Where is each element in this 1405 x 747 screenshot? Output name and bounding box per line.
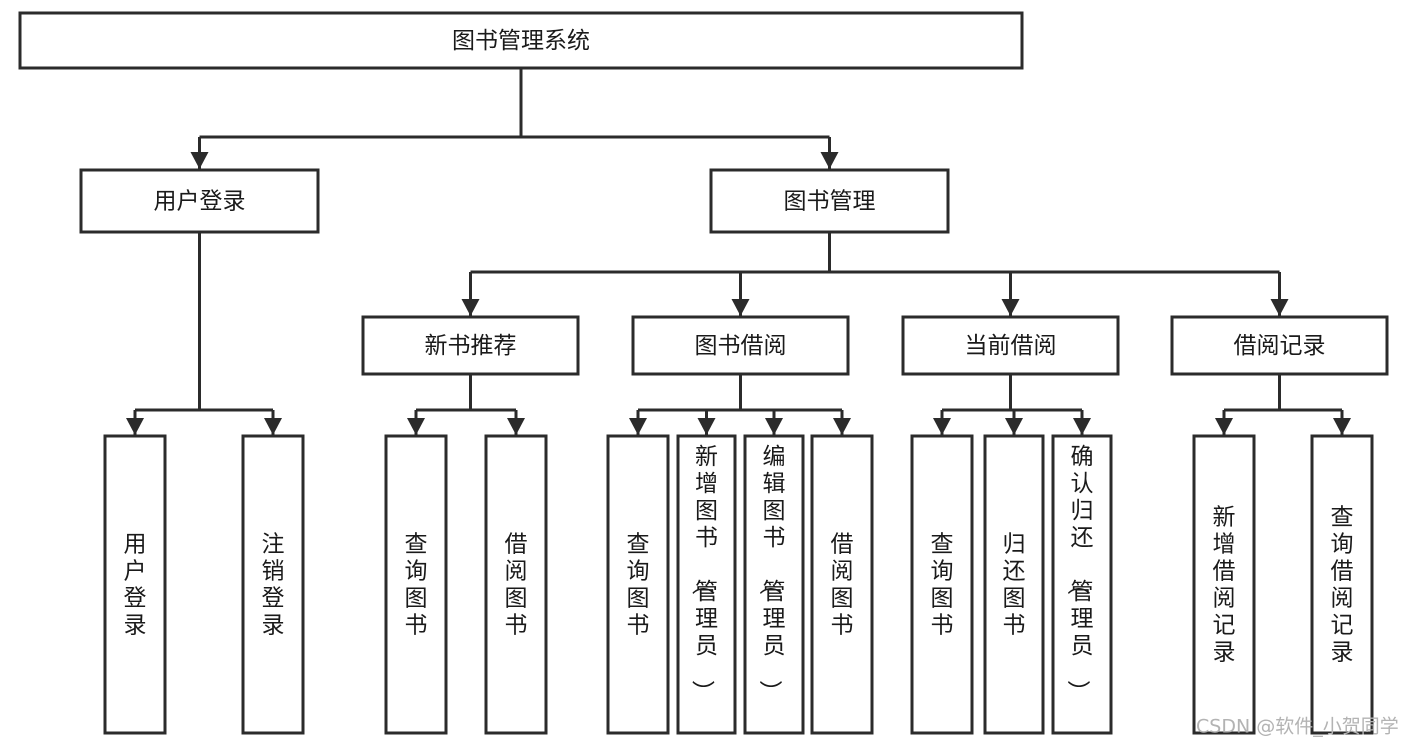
- node-label-leaf-add-borrow-record: 新增借阅记录: [1213, 505, 1236, 666]
- undefined-arrow-0: [190, 152, 209, 169]
- node-label-leaf-query-book-bor: 查询图书: [627, 532, 650, 639]
- node-label-book-manage: 图书管理: [784, 189, 876, 215]
- current-borrow-leaf-arrow-1: [1005, 418, 1023, 435]
- node-box-leaf-borrow-book-bor: [810, 434, 874, 735]
- node-leaf-add-book-admin[interactable]: 新增图书（管理员）: [676, 434, 737, 735]
- node-box-leaf-add-book-admin: [676, 434, 737, 735]
- node-box-leaf-query-book-cur: [910, 434, 974, 735]
- current-borrow-leaf-arrow-0: [933, 418, 951, 435]
- node-box-leaf-user-logout: [241, 434, 305, 735]
- node-label-current-borrow: 当前借阅: [965, 333, 1057, 359]
- node-label-leaf-query-book-rec: 查询图书: [405, 532, 428, 639]
- node-label-leaf-borrow-book-bor: 借阅图书: [831, 532, 854, 639]
- node-box-leaf-edit-book-admin: [743, 434, 805, 735]
- book-borrow-leaf-arrow-2: [765, 418, 783, 435]
- node-leaf-query-borrow-record[interactable]: 查询借阅记录: [1310, 434, 1374, 735]
- node-label-borrow-record: 借阅记录: [1234, 333, 1326, 359]
- book-manage-arrow-0: [461, 299, 480, 316]
- node-leaf-borrow-book-bor[interactable]: 借阅图书: [810, 434, 874, 735]
- node-user-login[interactable]: 用户登录: [79, 168, 320, 234]
- book-borrow-leaf-arrow-0: [629, 418, 647, 435]
- book-manage-arrow-2: [1001, 299, 1020, 316]
- node-borrow-record[interactable]: 借阅记录: [1170, 315, 1389, 376]
- node-leaf-add-borrow-record[interactable]: 新增借阅记录: [1192, 434, 1256, 735]
- user-login-leaf-arrow-1: [264, 418, 282, 435]
- node-label-user-login: 用户登录: [154, 189, 246, 215]
- node-box-leaf-add-borrow-record: [1192, 434, 1256, 735]
- node-label-root: 图书管理系统: [452, 28, 590, 54]
- node-leaf-query-book-cur[interactable]: 查询图书: [910, 434, 974, 735]
- node-label-leaf-user-login: 用户登录: [124, 532, 147, 639]
- node-label-leaf-return-book: 归还图书: [1003, 532, 1026, 639]
- node-label-leaf-query-book-cur: 查询图书: [931, 532, 954, 639]
- node-label-leaf-edit-book-admin: 编辑图书（管理员）: [757, 444, 786, 703]
- node-leaf-query-book-bor[interactable]: 查询图书: [606, 434, 670, 735]
- node-box-leaf-borrow-book-rec: [484, 434, 548, 735]
- book-manage-arrow-1: [731, 299, 750, 316]
- node-label-new-book-rec: 新书推荐: [425, 333, 517, 359]
- node-current-borrow[interactable]: 当前借阅: [901, 315, 1120, 376]
- node-box-leaf-return-book: [983, 434, 1045, 735]
- new-book-rec-leaf-arrow-1: [507, 418, 525, 435]
- node-leaf-user-login[interactable]: 用户登录: [103, 434, 167, 735]
- node-label-book-borrow: 图书借阅: [695, 333, 787, 359]
- node-box-book-manage: [709, 168, 950, 234]
- node-leaf-confirm-return-admin[interactable]: 确认归还（管理员）: [1051, 434, 1113, 735]
- borrow-record-leaf-arrow-1: [1333, 418, 1351, 435]
- node-leaf-edit-book-admin[interactable]: 编辑图书（管理员）: [743, 434, 805, 735]
- node-leaf-return-book[interactable]: 归还图书: [983, 434, 1045, 735]
- node-box-borrow-record: [1170, 315, 1389, 376]
- node-box-leaf-query-borrow-record: [1310, 434, 1374, 735]
- node-box-leaf-query-book-bor: [606, 434, 670, 735]
- node-leaf-query-book-rec[interactable]: 查询图书: [384, 434, 448, 735]
- node-label-leaf-user-logout: 注销登录: [262, 532, 285, 639]
- nodes-layer: 图书管理系统用户登录图书管理新书推荐图书借阅当前借阅借阅记录用户登录注销登录查询…: [18, 11, 1389, 735]
- new-book-rec-leaf-arrow-0: [407, 418, 425, 435]
- current-borrow-leaf-arrow-2: [1073, 418, 1091, 435]
- user-login-leaf-arrow-0: [126, 418, 144, 435]
- node-label-leaf-query-borrow-record: 查询借阅记录: [1331, 505, 1354, 666]
- node-box-leaf-user-login: [103, 434, 167, 735]
- node-root[interactable]: 图书管理系统: [18, 11, 1024, 70]
- node-label-leaf-add-book-admin: 新增图书（管理员）: [689, 444, 718, 703]
- node-box-user-login: [79, 168, 320, 234]
- csdn-watermark: CSDN @软件_小贺同学: [1196, 716, 1399, 738]
- node-leaf-user-logout[interactable]: 注销登录: [241, 434, 305, 735]
- node-book-manage[interactable]: 图书管理: [709, 168, 950, 234]
- node-box-current-borrow: [901, 315, 1120, 376]
- node-box-new-book-rec: [361, 315, 580, 376]
- node-book-borrow[interactable]: 图书借阅: [631, 315, 850, 376]
- borrow-record-leaf-arrow-0: [1215, 418, 1233, 435]
- node-box-root: [18, 11, 1024, 70]
- node-box-leaf-confirm-return-admin: [1051, 434, 1113, 735]
- node-new-book-rec[interactable]: 新书推荐: [361, 315, 580, 376]
- node-label-leaf-confirm-return-admin: 确认归还（管理员）: [1065, 444, 1094, 703]
- node-label-leaf-borrow-book-rec: 借阅图书: [505, 532, 528, 639]
- book-borrow-leaf-arrow-1: [697, 418, 716, 435]
- connectors-layer: [126, 68, 1351, 435]
- book-borrow-leaf-arrow-3: [833, 418, 851, 435]
- undefined-arrow-1: [820, 152, 839, 169]
- node-box-book-borrow: [631, 315, 850, 376]
- node-box-leaf-query-book-rec: [384, 434, 448, 735]
- node-leaf-borrow-book-rec[interactable]: 借阅图书: [484, 434, 548, 735]
- book-manage-arrow-3: [1270, 299, 1289, 316]
